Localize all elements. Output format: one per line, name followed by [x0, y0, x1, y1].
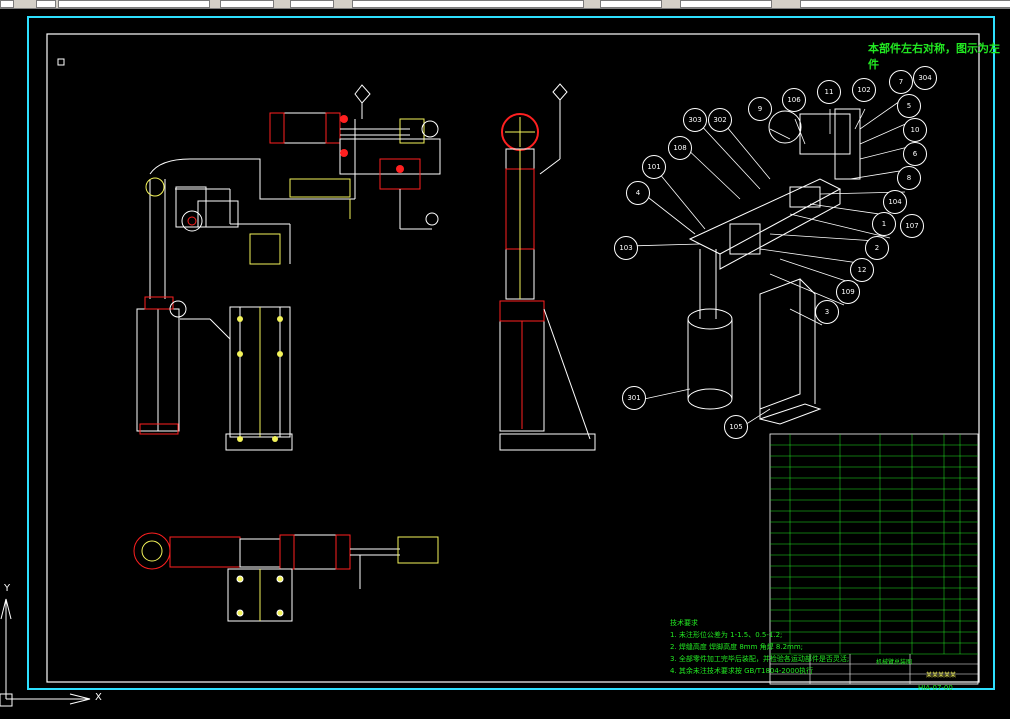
callout-balloon: 12	[850, 258, 874, 282]
y-axis-label: Y	[4, 583, 11, 594]
callout-balloon: 5	[897, 94, 921, 118]
title-block-code: HIA-07-00	[918, 684, 953, 692]
toolbar-field-2[interactable]	[36, 0, 56, 8]
callout-balloon: 6	[903, 142, 927, 166]
bom-table	[769, 433, 979, 685]
technical-requirement-item: 4. 其余未注技术要求按 GB/T1804-2000执行	[670, 667, 814, 675]
callout-balloon: 108	[668, 136, 692, 160]
toolbar-field-9[interactable]	[800, 0, 1010, 8]
callout-balloon: 9	[748, 97, 772, 121]
isometric-view	[687, 108, 861, 425]
front-view	[136, 84, 441, 451]
technical-requirement-item: 3. 全部零件加工完毕后装配，并检验各运动部件是否灵活;	[670, 655, 850, 663]
toolbar-field-8[interactable]	[680, 0, 772, 8]
callout-balloon: 104	[883, 190, 907, 214]
ucs-icon	[0, 598, 91, 707]
front-view-details	[237, 115, 404, 442]
technical-requirements: 技术要求 1. 未注形位公差为 1-1.5、0.5-1.2; 2. 焊缝高度 焊…	[670, 617, 849, 677]
technical-requirement-item: 1. 未注形位公差为 1-1.5、0.5-1.2;	[670, 631, 783, 639]
callout-balloon: 10	[903, 118, 927, 142]
toolbar-field-7[interactable]	[600, 0, 662, 8]
callout-balloon: 1	[872, 212, 896, 236]
window-topbar	[0, 0, 1010, 9]
title-block-company: 某某某某某	[926, 672, 957, 679]
toolbar-field-5[interactable]	[290, 0, 334, 8]
title-block-title: 机械臂总装图	[876, 659, 913, 666]
callout-balloon: 101	[642, 155, 666, 179]
callout-balloon: 8	[897, 166, 921, 190]
drawing-note: 本部件左右对称，图示为左件	[868, 42, 1000, 71]
top-view	[133, 532, 439, 622]
technical-requirements-title: 技术要求	[670, 619, 698, 627]
callout-balloon: 106	[782, 88, 806, 112]
callout-leaders	[628, 100, 913, 431]
callout-balloon: 301	[622, 386, 646, 410]
toolbar-field-6[interactable]	[352, 0, 584, 8]
callout-balloon: 4	[626, 181, 650, 205]
callout-balloon: 7	[889, 70, 913, 94]
toolbar-field-3[interactable]	[58, 0, 210, 8]
callout-balloon: 107	[900, 214, 924, 238]
technical-requirement-item: 2. 焊缝高度 焊脚高度 8mm 角焊 8.2mm;	[670, 643, 804, 651]
callout-balloon: 105	[724, 415, 748, 439]
callout-balloon: 109	[836, 280, 860, 304]
callout-balloon: 11	[817, 80, 841, 104]
inner-frame	[46, 33, 980, 683]
callout-balloon: 302	[708, 108, 732, 132]
toolbar-field-1[interactable]	[0, 0, 14, 8]
callout-balloon: 102	[852, 78, 876, 102]
callout-balloon: 2	[865, 236, 889, 260]
outer-frame	[27, 16, 995, 690]
callout-balloon: 304	[913, 66, 937, 90]
callout-balloon: 3	[815, 300, 839, 324]
side-view	[499, 83, 596, 451]
toolbar-field-4[interactable]	[220, 0, 274, 8]
callout-balloon: 303	[683, 108, 707, 132]
x-axis-label: X	[95, 692, 102, 703]
cad-drawing-canvas[interactable]	[0, 9, 1010, 719]
callout-balloon: 103	[614, 236, 638, 260]
